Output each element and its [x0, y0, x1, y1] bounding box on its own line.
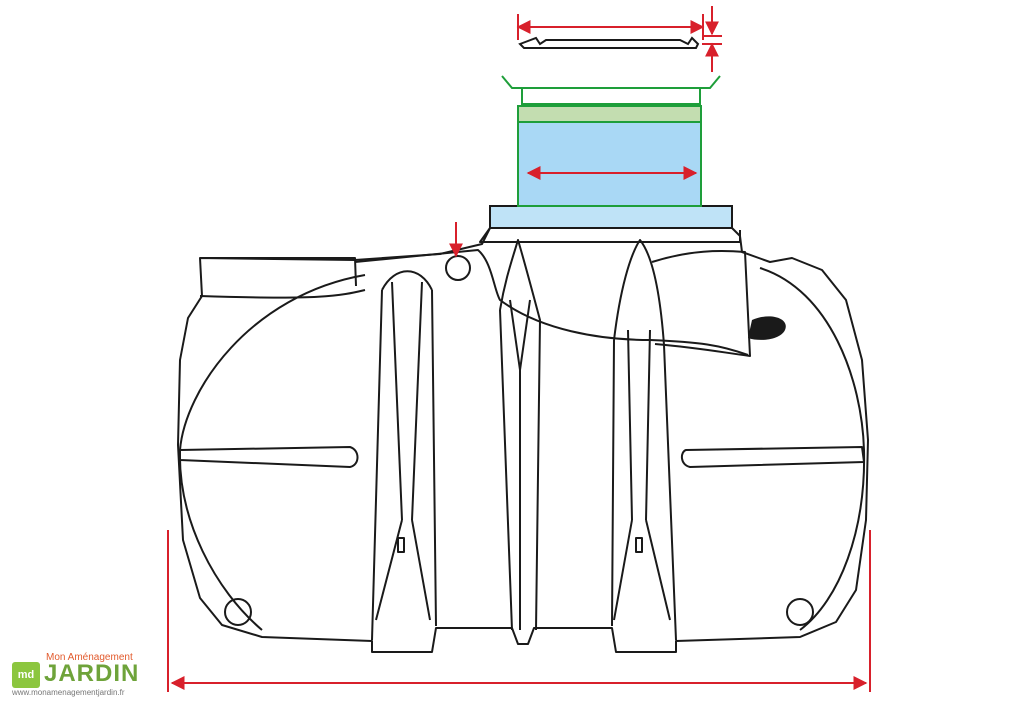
tank-outline — [177, 227, 869, 653]
brand-logo: md Mon Aménagement JARDIN www.monamenage… — [10, 650, 140, 697]
rehausse-top-frame — [501, 75, 721, 105]
left-drain-hole — [224, 598, 252, 626]
logo-url: www.monamenagementjardin.fr — [12, 688, 125, 697]
collar-ring — [489, 205, 733, 229]
inlet-pipe — [202, 257, 357, 287]
right-drain-hole — [786, 598, 814, 626]
left-handle — [179, 446, 359, 468]
cover-lid — [518, 36, 700, 49]
dimension-arrows — [167, 6, 871, 692]
rehausse-green — [517, 105, 702, 123]
vent-hole — [445, 255, 471, 281]
logo-main-text: JARDIN — [44, 660, 140, 687]
upper-shoulder — [354, 249, 749, 356]
right-handle — [680, 446, 865, 468]
right-end-curve — [759, 267, 866, 631]
rib-left-inner — [375, 281, 431, 621]
rib-left — [371, 270, 437, 641]
rib-center-inner — [509, 299, 531, 630]
rib-right — [611, 239, 677, 641]
leaf-logo-icon: md — [12, 662, 40, 688]
rib-left-slot — [397, 537, 405, 553]
left-end-dome — [199, 289, 366, 299]
rib-right-slot — [635, 537, 643, 553]
neck — [479, 227, 741, 243]
tank-body — [177, 227, 869, 653]
rib-center — [499, 239, 541, 631]
rib-right-inner — [613, 329, 671, 621]
outlet-opening — [748, 316, 786, 340]
rehausse-blue — [517, 119, 702, 207]
logo-top-line: Mon Aménagement — [46, 652, 133, 663]
left-end-curve — [178, 274, 366, 631]
rehausse-assembly — [489, 75, 733, 229]
outlet-pipe — [651, 250, 751, 357]
